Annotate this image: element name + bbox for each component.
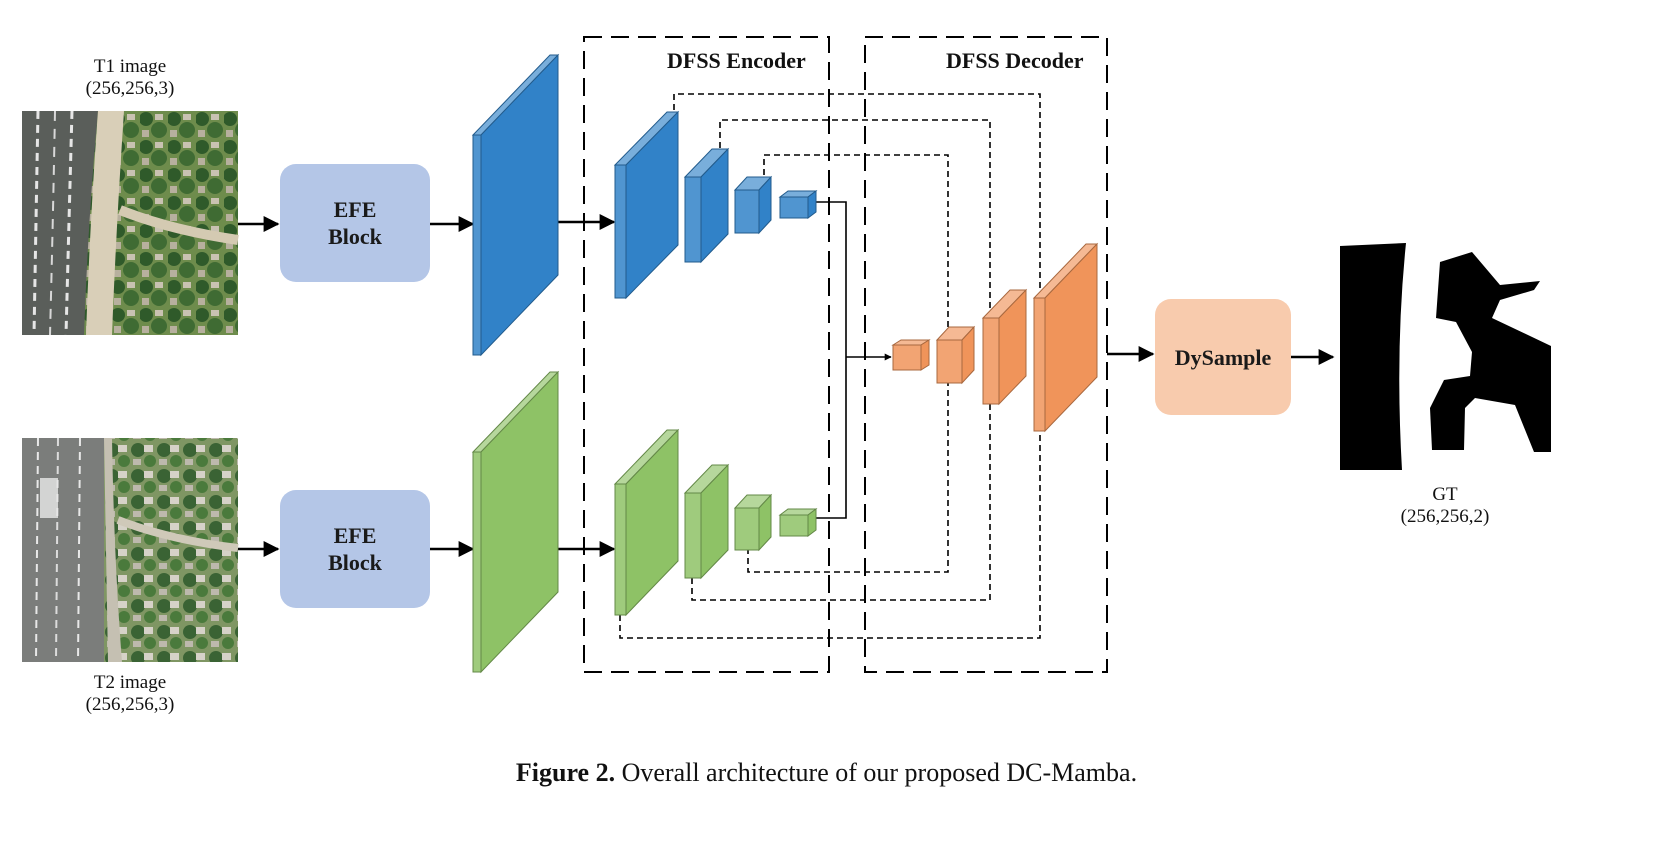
- decoder-title: DFSS Decoder: [946, 48, 1084, 73]
- t1-encoder-stage1: [613, 110, 680, 300]
- decoder-region: [864, 36, 1108, 673]
- t1-stem-feature: [471, 53, 560, 357]
- t1-shape: (256,256,3): [85, 78, 175, 99]
- gt-name: GT: [1432, 484, 1458, 505]
- t2-label: T2 image (256,256,3): [30, 672, 230, 716]
- t1-encoder-stage2: [683, 147, 730, 264]
- gt-change-mask: [1340, 243, 1551, 470]
- efe-block-t1: EFE Block: [280, 164, 430, 282]
- t1-name: T1 image: [93, 56, 167, 77]
- t2-encoder-stage3: [733, 493, 773, 552]
- encoder-region: [583, 36, 830, 673]
- fusion-connector: [816, 201, 892, 519]
- t2-shape: (256,256,3): [85, 694, 175, 715]
- decoder-stage4: [1032, 242, 1099, 433]
- dysample-block: DySample: [1155, 299, 1291, 415]
- decoder-stage2: [935, 325, 976, 385]
- t1-satellite-image: [22, 110, 239, 336]
- gt-shape: (256,256,2): [1400, 506, 1490, 527]
- decoder-stage3: [981, 288, 1028, 406]
- t1-label: T1 image (256,256,3): [30, 56, 230, 100]
- caption-text: Overall architecture of our proposed DC-…: [621, 758, 1138, 787]
- caption-prefix: Figure 2.: [515, 758, 616, 787]
- feature-maps: [471, 53, 1099, 674]
- t2-stem-feature: [471, 370, 560, 674]
- t2-encoder-stage1: [613, 428, 680, 617]
- skip-connections: [619, 93, 1041, 639]
- gt-label: GT (256,256,2): [1345, 484, 1545, 528]
- decoder-stage1: [891, 339, 931, 371]
- t2-name: T2 image: [93, 672, 167, 693]
- dysample-label: DySample: [1174, 344, 1272, 370]
- figure-caption: Figure 2. Overall architecture of our pr…: [0, 758, 1653, 788]
- efe-block-t2: EFE Block: [280, 490, 430, 608]
- t2-encoder-stage2: [683, 463, 730, 580]
- encoder-title: DFSS Encoder: [667, 48, 806, 73]
- efe-block-t1-line1: EFE: [333, 197, 377, 222]
- t1-encoder-stage3: [733, 175, 773, 235]
- t2-satellite-image: [22, 437, 239, 663]
- t1-encoder-stage4: [778, 190, 818, 219]
- efe-block-t1-line2: Block: [328, 224, 382, 249]
- t2-encoder-stage4: [778, 508, 818, 537]
- efe-block-t2-line2: Block: [328, 550, 382, 575]
- efe-block-t2-line1: EFE: [333, 523, 377, 548]
